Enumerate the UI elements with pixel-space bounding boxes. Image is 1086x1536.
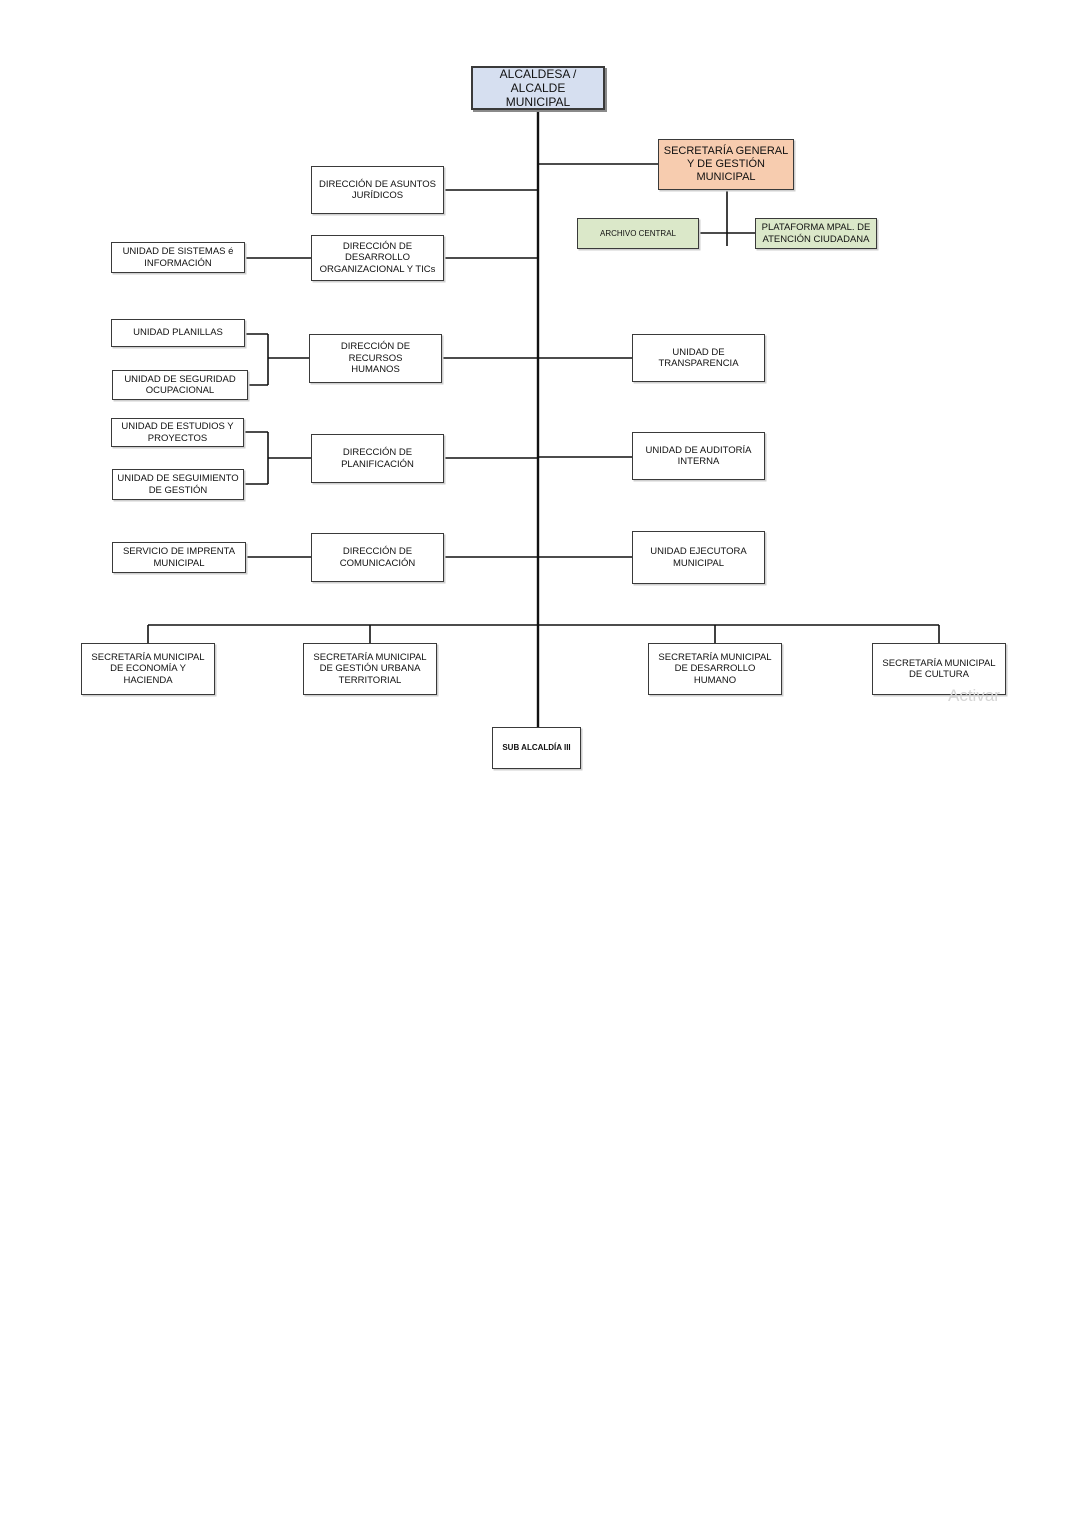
node-servicio-imprenta: SERVICIO DE IMPRENTA MUNICIPAL bbox=[112, 542, 246, 573]
node-unidad-transparencia: UNIDAD DE TRANSPARENCIA bbox=[632, 334, 765, 382]
node-secretaria-gestion-urbana: SECRETARÍA MUNICIPAL DE GESTIÓN URBANA T… bbox=[303, 643, 437, 695]
node-recursos-humanos: DIRECCIÓN DE RECURSOS HUMANOS bbox=[309, 334, 442, 383]
node-secretaria-general: SECRETARÍA GENERAL Y DE GESTIÓN MUNICIPA… bbox=[658, 139, 794, 190]
node-unidad-seguridad: UNIDAD DE SEGURIDAD OCUPACIONAL bbox=[112, 370, 248, 400]
node-sub-alcaldia: SUB ALCALDÍA III bbox=[492, 727, 581, 769]
node-unidad-planillas: UNIDAD PLANILLAS bbox=[111, 319, 245, 347]
node-unidad-seguimiento: UNIDAD DE SEGUIMIENTO DE GESTIÓN bbox=[112, 469, 244, 500]
node-unidad-estudios: UNIDAD DE ESTUDIOS Y PROYECTOS bbox=[111, 418, 244, 447]
node-unidad-ejecutora: UNIDAD EJECUTORA MUNICIPAL bbox=[632, 531, 765, 584]
node-secretaria-cultura: SECRETARÍA MUNICIPAL DE CULTURA bbox=[872, 643, 1006, 695]
node-secretaria-economia: SECRETARÍA MUNICIPAL DE ECONOMÍA Y HACIE… bbox=[81, 643, 215, 695]
node-unidad-auditoria: UNIDAD DE AUDITORÍA INTERNA bbox=[632, 432, 765, 480]
node-desarrollo-organizacional: DIRECCIÓN DE DESARROLLO ORGANIZACIONAL Y… bbox=[311, 235, 444, 281]
node-planificacion: DIRECCIÓN DE PLANIFICACIÓN bbox=[311, 434, 444, 483]
node-comunicacion: DIRECCIÓN DE COMUNICACIÓN bbox=[311, 533, 444, 582]
node-alcalde-municipal: ALCALDESA / ALCALDE MUNICIPAL bbox=[471, 66, 605, 110]
node-secretaria-desarrollo-humano: SECRETARÍA MUNICIPAL DE DESARROLLO HUMAN… bbox=[648, 643, 782, 695]
node-archivo-central: ARCHIVO CENTRAL bbox=[577, 218, 699, 249]
activation-watermark: Activar bbox=[948, 686, 1000, 705]
node-unidad-sistemas: UNIDAD DE SISTEMAS é INFORMACIÓN bbox=[111, 242, 245, 273]
node-plataforma: PLATAFORMA MPAL. DE ATENCIÓN CIUDADANA bbox=[755, 218, 877, 249]
node-asuntos-juridicos: DIRECCIÓN DE ASUNTOS JURÍDICOS bbox=[311, 166, 444, 214]
